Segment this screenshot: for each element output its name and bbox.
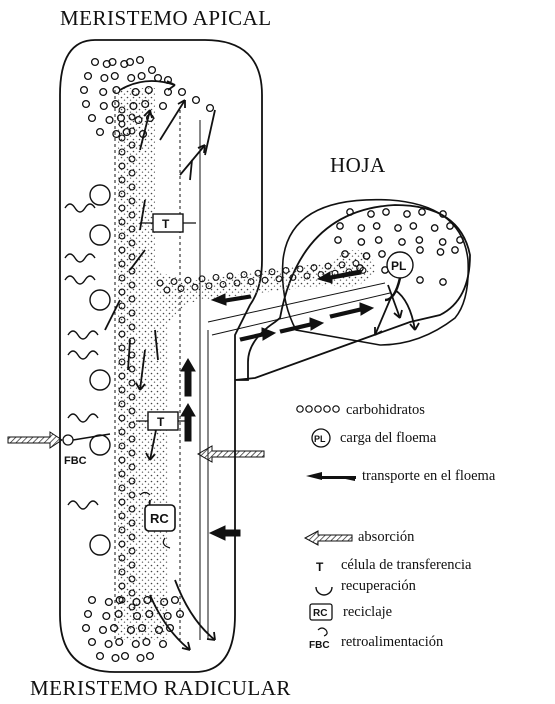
carbohydrate-dot [439, 239, 445, 245]
legend-carbohydrate-icon [297, 406, 339, 412]
legend-recovery-icon [316, 587, 332, 595]
legend-pl-icon-label: PL [314, 434, 326, 444]
thick-transport-arrows [181, 270, 373, 540]
fbc-label: FBC [64, 455, 87, 467]
carbohydrate-dot [399, 239, 405, 245]
carbohydrate-dot [111, 625, 118, 632]
legend-transfer-icon: T [316, 560, 324, 574]
carbohydrate-dot [404, 211, 410, 217]
carbohydrate-dot [297, 406, 303, 412]
phloem-tube [118, 88, 375, 640]
carbohydrate-dot [379, 251, 385, 257]
carbohydrate-dot [111, 73, 118, 80]
carbohydrate-dot [149, 67, 156, 74]
carbohydrate-dot [324, 406, 330, 412]
carbohydrate-dot [395, 225, 401, 231]
carbohydrate-dot [138, 73, 145, 80]
legend-celula-de-transferencia: célula de transferencia [341, 557, 471, 574]
carbohydrate-dot [440, 279, 446, 285]
carbohydrate-dot [89, 639, 96, 646]
phloem-loading-label: PL [391, 259, 406, 273]
carbohydrate-dot [431, 225, 437, 231]
carbohydrate-dot [112, 101, 119, 108]
carbohydrate-dot [375, 237, 381, 243]
legend-reciclaje: reciclaje [343, 604, 392, 621]
carbohydrate-dot [452, 247, 458, 253]
carbohydrate-dot [358, 239, 364, 245]
carbohydrate-dot [105, 641, 112, 648]
carbohydrate-dot [89, 597, 96, 604]
carbohydrate-dot [112, 655, 119, 662]
carbohydrate-dot [106, 117, 113, 124]
carbohydrate-dot [132, 641, 139, 648]
legend-absorption-arrow [305, 531, 352, 545]
legend-retroalimentacion: retroalimentación [341, 634, 443, 651]
transfer-cell-top-label: T [162, 217, 170, 231]
carbohydrate-dot [447, 223, 453, 229]
carbohydrate-dot [137, 655, 144, 662]
carbohydrate-dot [105, 599, 112, 606]
legend-fbc-icon: FBC [309, 628, 330, 651]
carbohydrate-dot [306, 406, 312, 412]
recovery-markers [90, 185, 110, 555]
legend-recuperacion: recuperación [341, 578, 416, 595]
carbohydrate-dot [337, 223, 343, 229]
carbohydrate-dot [160, 103, 167, 110]
carbohydrate-dot [101, 75, 108, 82]
recycling-box-label: RC [150, 511, 169, 526]
carbohydrate-dot [368, 211, 374, 217]
legend-carga-del-floema: carga del floema [340, 430, 436, 447]
carbohydrate-dot [416, 237, 422, 243]
legend-fbc-icon-label: FBC [309, 640, 330, 651]
carbohydrate-dot [383, 209, 389, 215]
carbohydrate-dot [335, 237, 341, 243]
carbohydrate-dot [207, 105, 214, 112]
carbohydrate-dot [137, 57, 144, 64]
carbohydrate-dot [97, 129, 104, 136]
carbohydrate-dot [315, 406, 321, 412]
legend-rc-icon: RC [310, 604, 332, 620]
carbohydrate-dot [100, 103, 107, 110]
carbohydrate-dot [85, 611, 92, 618]
carbohydrate-dot [417, 277, 423, 283]
carbohydrate-dot [103, 613, 110, 620]
carbohydrate-dot [122, 653, 129, 660]
carbohydrate-dot [81, 87, 88, 94]
legend-absorcion: absorción [358, 529, 414, 546]
carbohydrate-dot [193, 97, 200, 104]
carbohydrate-dot [410, 223, 416, 229]
carbohydrate-dot [83, 625, 90, 632]
carbohydrate-dot [100, 627, 107, 634]
legend-pl-icon: PL [312, 429, 330, 447]
carbohydrate-dot [417, 247, 423, 253]
carbohydrate-dot [83, 101, 90, 108]
carbohydrate-dot [147, 653, 154, 660]
legend-transporte-en-el-floema: transporte en el floema [362, 468, 495, 485]
carbohydrate-dot [160, 641, 167, 648]
legend-rc-icon-label: RC [313, 608, 327, 619]
carbohydrate-dot [373, 223, 379, 229]
carbohydrate-dot [89, 115, 96, 122]
carbohydrate-dot [358, 225, 364, 231]
transfer-cell-bottom-label: T [157, 415, 165, 429]
carbohydrate-dot [333, 406, 339, 412]
carbohydrate-dot [97, 653, 104, 660]
carbohydrate-dot [128, 75, 135, 82]
carbohydrate-dot [85, 73, 92, 80]
legend-carbohidratos: carbohidratos [346, 402, 425, 419]
carbohydrate-dot [100, 89, 107, 96]
carbohydrate-dot [437, 249, 443, 255]
carbohydrate-dot [172, 597, 179, 604]
carbohydrate-dot [179, 89, 186, 96]
carbohydrate-dot [92, 59, 99, 66]
carbohydrate-dot [419, 209, 425, 215]
